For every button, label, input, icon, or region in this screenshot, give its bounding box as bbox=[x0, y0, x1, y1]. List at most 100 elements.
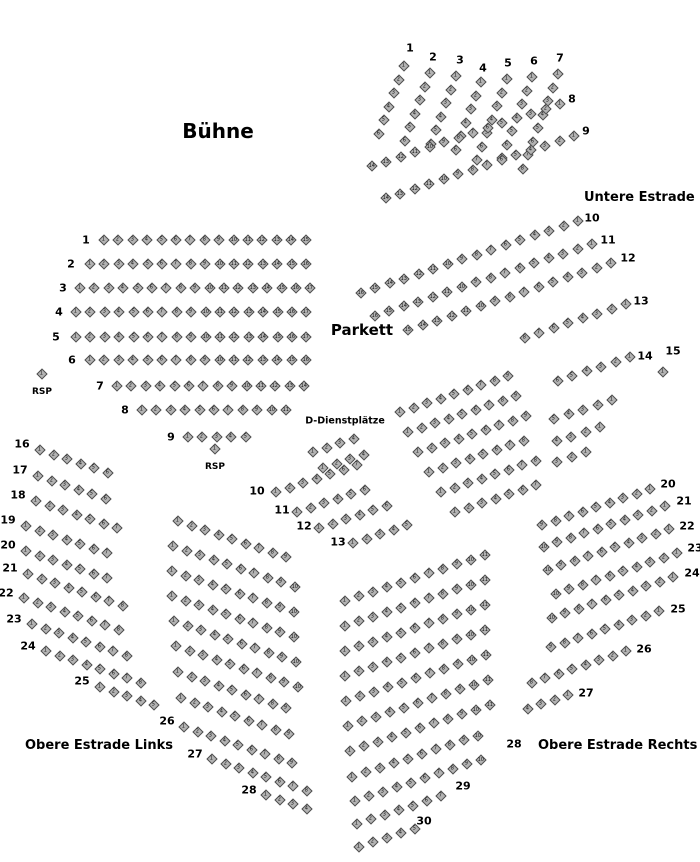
seat[interactable]: 8 bbox=[437, 613, 449, 625]
seat[interactable]: 9 bbox=[555, 559, 567, 571]
seat[interactable]: 1 bbox=[339, 670, 351, 682]
seat[interactable]: 10 bbox=[541, 563, 554, 576]
seat[interactable]: 4 bbox=[580, 365, 593, 378]
seat[interactable]: 12 bbox=[232, 282, 245, 294]
seat[interactable]: 3 bbox=[53, 627, 65, 639]
seat[interactable]: 6 bbox=[603, 569, 616, 582]
seat[interactable]: 5 bbox=[88, 462, 100, 474]
seat[interactable]: 9 bbox=[185, 306, 197, 318]
seat[interactable]: 10 bbox=[455, 281, 468, 293]
seat[interactable]: 3 bbox=[202, 701, 214, 713]
seat[interactable]: 6 bbox=[551, 375, 564, 387]
seat[interactable]: 5 bbox=[466, 428, 478, 440]
seat[interactable]: 1 bbox=[32, 470, 44, 482]
seat[interactable]: 7 bbox=[483, 399, 495, 411]
seat[interactable]: 10 bbox=[287, 605, 300, 618]
seat[interactable]: 13 bbox=[243, 306, 255, 318]
seat[interactable]: 2 bbox=[53, 649, 66, 662]
seat[interactable]: 1 bbox=[450, 70, 462, 82]
seat[interactable]: 2 bbox=[415, 421, 428, 434]
seat[interactable]: 4 bbox=[212, 679, 225, 692]
seat[interactable]: 2 bbox=[496, 86, 508, 99]
seat[interactable]: 4 bbox=[80, 658, 93, 671]
seat[interactable]: 1 bbox=[172, 515, 184, 527]
seat[interactable]: 5 bbox=[74, 563, 86, 575]
seat[interactable]: 2 bbox=[591, 399, 604, 411]
seat[interactable]: 14 bbox=[379, 192, 392, 205]
seat[interactable]: 10 bbox=[291, 680, 304, 693]
seat[interactable]: 5 bbox=[456, 408, 468, 420]
seat[interactable]: 3 bbox=[370, 711, 382, 723]
seat[interactable]: 4 bbox=[134, 694, 147, 707]
seat[interactable]: 4 bbox=[207, 553, 220, 566]
seat[interactable]: 3 bbox=[367, 636, 379, 648]
seat[interactable]: 2 bbox=[606, 649, 619, 662]
seat[interactable]: 6 bbox=[87, 542, 100, 555]
seat[interactable]: 3 bbox=[113, 354, 125, 366]
seat[interactable]: 2 bbox=[448, 481, 461, 494]
seat[interactable]: 11 bbox=[280, 404, 292, 416]
seat[interactable]: 3 bbox=[476, 497, 488, 509]
seat[interactable]: 4 bbox=[622, 536, 635, 549]
seat[interactable]: 10 bbox=[199, 331, 212, 343]
seat[interactable]: 8 bbox=[175, 282, 187, 294]
seat[interactable]: 4 bbox=[66, 631, 79, 644]
seat[interactable]: 2 bbox=[185, 670, 198, 683]
seat[interactable]: 7 bbox=[426, 692, 438, 705]
seat[interactable]: 5 bbox=[193, 404, 206, 416]
seat[interactable]: 7 bbox=[251, 667, 263, 679]
seat[interactable]: 2 bbox=[425, 441, 438, 454]
seat[interactable]: 1 bbox=[260, 789, 272, 801]
seat[interactable]: 1 bbox=[594, 421, 606, 433]
seat[interactable]: 4 bbox=[347, 432, 360, 445]
seat[interactable]: 2 bbox=[188, 696, 201, 709]
seat[interactable]: 3 bbox=[368, 686, 380, 698]
seat[interactable]: 2 bbox=[353, 640, 365, 653]
seat[interactable]: 4 bbox=[62, 581, 75, 594]
seat[interactable]: 4 bbox=[409, 107, 421, 120]
seat[interactable]: 7 bbox=[475, 379, 487, 391]
seat[interactable]: 2 bbox=[43, 499, 56, 512]
seat[interactable]: 3 bbox=[557, 247, 569, 260]
seat[interactable]: 7 bbox=[433, 767, 445, 780]
seat[interactable]: 8 bbox=[484, 271, 497, 284]
seat[interactable]: 4 bbox=[579, 658, 592, 671]
seat[interactable]: 6 bbox=[479, 423, 492, 436]
seat[interactable]: 5 bbox=[503, 488, 515, 500]
seat[interactable]: 8 bbox=[300, 784, 313, 797]
seat[interactable]: 3 bbox=[211, 431, 223, 443]
seat[interactable]: 12 bbox=[394, 151, 407, 163]
seat[interactable]: 5 bbox=[80, 636, 92, 648]
seat[interactable]: 5 bbox=[220, 583, 232, 595]
seat[interactable]: 4 bbox=[630, 560, 643, 573]
seat[interactable]: 2 bbox=[605, 303, 618, 315]
seat[interactable]: 8 bbox=[134, 676, 147, 689]
seat[interactable]: 6 bbox=[235, 637, 248, 650]
seat[interactable]: 1 bbox=[340, 695, 352, 707]
seat[interactable]: 5 bbox=[378, 114, 390, 126]
seat[interactable]: 6 bbox=[101, 466, 114, 479]
seat[interactable]: 6 bbox=[499, 239, 512, 251]
seat[interactable]: 8 bbox=[488, 374, 501, 387]
seat[interactable]: 7 bbox=[249, 642, 261, 654]
seat[interactable]: 5 bbox=[148, 699, 160, 711]
seat[interactable]: 11 bbox=[479, 599, 491, 611]
seat[interactable]: 2 bbox=[657, 551, 670, 564]
seat[interactable]: 6 bbox=[93, 640, 106, 653]
seat[interactable]: 4 bbox=[225, 431, 237, 443]
seat[interactable]: 4 bbox=[179, 404, 191, 416]
seat[interactable]: 4 bbox=[381, 606, 393, 618]
seat[interactable]: 2 bbox=[39, 622, 52, 635]
seat[interactable]: 5 bbox=[76, 586, 88, 598]
seat[interactable]: 1 bbox=[412, 446, 424, 458]
seat[interactable]: 4 bbox=[434, 392, 447, 405]
seat[interactable]: 1 bbox=[580, 446, 592, 458]
seat[interactable]: 7 bbox=[481, 159, 493, 171]
seat[interactable]: 14 bbox=[383, 277, 396, 290]
seat[interactable]: 1 bbox=[605, 257, 617, 269]
seat[interactable]: 4 bbox=[460, 116, 472, 129]
seat[interactable]: 3 bbox=[576, 266, 588, 279]
seat[interactable]: 8 bbox=[517, 162, 529, 175]
seat[interactable]: 3 bbox=[539, 139, 551, 152]
seat[interactable]: 7 bbox=[428, 717, 440, 730]
